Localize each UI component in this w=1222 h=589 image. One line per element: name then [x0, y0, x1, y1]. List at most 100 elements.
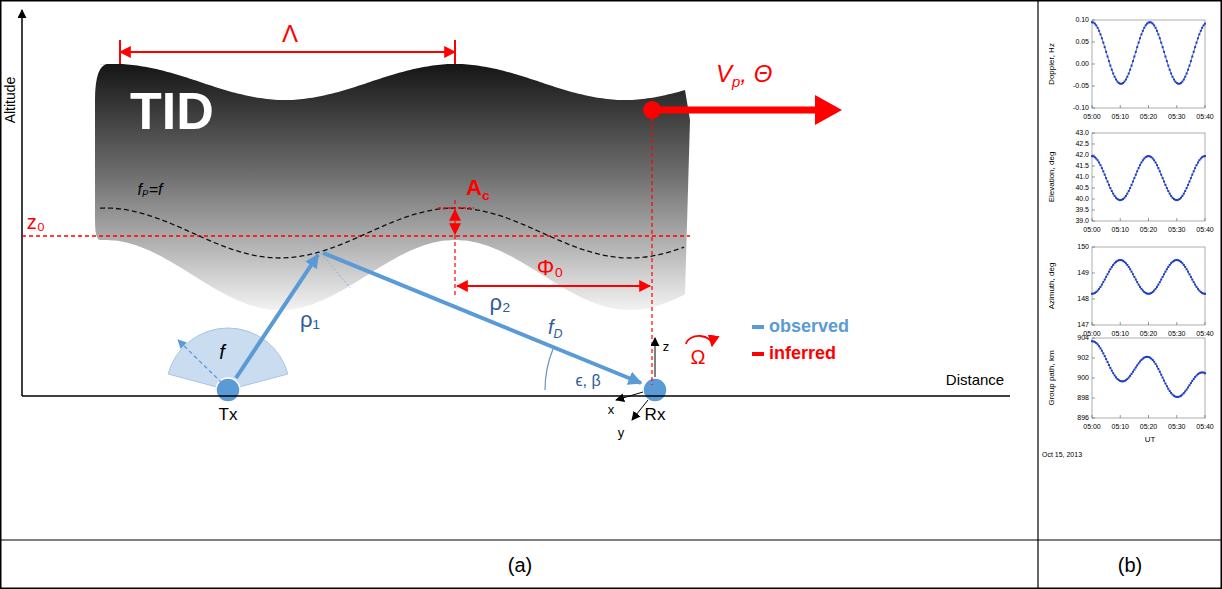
- data-point: [1140, 162, 1142, 164]
- data-point: [1159, 281, 1161, 283]
- symbol: A: [466, 175, 482, 200]
- data-point: [1138, 167, 1140, 169]
- data-point: [1135, 366, 1137, 368]
- data-point: [1169, 390, 1171, 392]
- x-tick: [1148, 322, 1149, 325]
- data-point: [1198, 33, 1200, 35]
- data-point: [1183, 264, 1185, 266]
- plot-frame: [1092, 133, 1205, 221]
- data-point: [1133, 177, 1135, 179]
- x-tick: [1176, 105, 1177, 108]
- path-label: ρ₁: [300, 308, 320, 332]
- phase-dimension: [457, 285, 650, 287]
- data-point: [1136, 170, 1138, 172]
- tick-label: 43.0: [1075, 129, 1089, 137]
- frequency-label: f: [219, 341, 225, 363]
- data-point: [1131, 271, 1133, 273]
- data-point: [1169, 193, 1171, 195]
- legend-swatch: [752, 352, 764, 356]
- data-point: [1114, 195, 1116, 197]
- height-label: z₀: [27, 211, 45, 233]
- data-point: [1107, 181, 1109, 183]
- data-point: [1101, 350, 1103, 352]
- date-note: Oct 15, 2013: [1042, 451, 1082, 459]
- receiver-vertical-line: [651, 118, 652, 385]
- data-point: [1193, 170, 1195, 172]
- data-point: [1143, 27, 1145, 29]
- data-point: [1129, 375, 1131, 377]
- data-point: [1204, 372, 1206, 374]
- plot-frame: [1092, 247, 1205, 325]
- station-name: Tx: [219, 406, 238, 425]
- data-point: [1159, 170, 1161, 172]
- data-point: [1115, 78, 1117, 80]
- data-point: [1109, 367, 1111, 369]
- data-point: [1164, 271, 1166, 273]
- data-point: [1183, 193, 1185, 195]
- data-point: [1133, 56, 1135, 58]
- data-point: [1201, 27, 1203, 29]
- data-point: [1186, 268, 1188, 270]
- data-point: [1197, 37, 1199, 39]
- data-point: [1180, 197, 1182, 199]
- data-point: [1181, 262, 1183, 264]
- tick-label: 05:10: [1111, 330, 1129, 338]
- symbol: , Θ: [740, 60, 772, 87]
- data-point: [1167, 388, 1169, 390]
- y-tick: [1092, 108, 1095, 109]
- data-point: [1111, 190, 1113, 192]
- data-point: [1183, 78, 1185, 80]
- data-point: [1183, 392, 1185, 394]
- y-tick: [1092, 166, 1095, 167]
- data-point: [1162, 177, 1164, 179]
- data-point: [1169, 264, 1171, 266]
- data-point: [1111, 69, 1113, 71]
- rotation-arrow: [686, 336, 712, 346]
- data-point: [1099, 33, 1101, 35]
- y-tick: [1092, 338, 1095, 339]
- tick-label: 05:30: [1168, 113, 1186, 121]
- data-point: [1197, 162, 1199, 164]
- symbol: f: [548, 316, 554, 338]
- data-point: [1132, 371, 1134, 373]
- subscript: p: [732, 74, 740, 90]
- tick-label: 05:30: [1168, 423, 1186, 431]
- x-tick: [1205, 105, 1206, 108]
- tick-label: 39.5: [1075, 206, 1089, 214]
- station-circle: [216, 378, 240, 402]
- legend-row: observed: [752, 316, 849, 337]
- legend-text: inferred: [769, 343, 836, 363]
- data-point: [1107, 56, 1109, 58]
- tick-label: 05:00: [1083, 113, 1101, 121]
- data-points: [1091, 259, 1206, 295]
- axis-label: y: [618, 426, 625, 440]
- tid-cloud: [95, 64, 690, 310]
- angle-label: ϵ, β: [575, 372, 600, 390]
- data-point: [1190, 382, 1192, 384]
- data-point: [1108, 184, 1110, 186]
- y-tick: [1092, 273, 1095, 274]
- phase-label: Φ₀: [537, 256, 564, 280]
- data-point: [1136, 46, 1138, 48]
- tick-label: 05:00: [1083, 226, 1101, 234]
- y-tick: [1092, 358, 1095, 359]
- data-point: [1184, 76, 1186, 78]
- data-points: [1091, 340, 1206, 398]
- tick-label: 05:40: [1196, 330, 1214, 338]
- data-point: [1133, 276, 1135, 278]
- velocity-arrowhead: [815, 95, 842, 125]
- data-curve: [1092, 260, 1205, 294]
- data-point: [1194, 46, 1196, 48]
- data-point: [1159, 371, 1161, 373]
- data-point: [1197, 288, 1199, 290]
- data-point: [1138, 284, 1140, 286]
- panel-label: (a): [508, 554, 532, 576]
- data-points: [1091, 21, 1206, 85]
- data-point: [1163, 273, 1165, 275]
- data-point: [1162, 377, 1164, 379]
- data-point: [1139, 37, 1141, 39]
- data-point: [1155, 288, 1157, 290]
- data-point: [1095, 24, 1097, 26]
- station-node: Rx: [639, 376, 671, 436]
